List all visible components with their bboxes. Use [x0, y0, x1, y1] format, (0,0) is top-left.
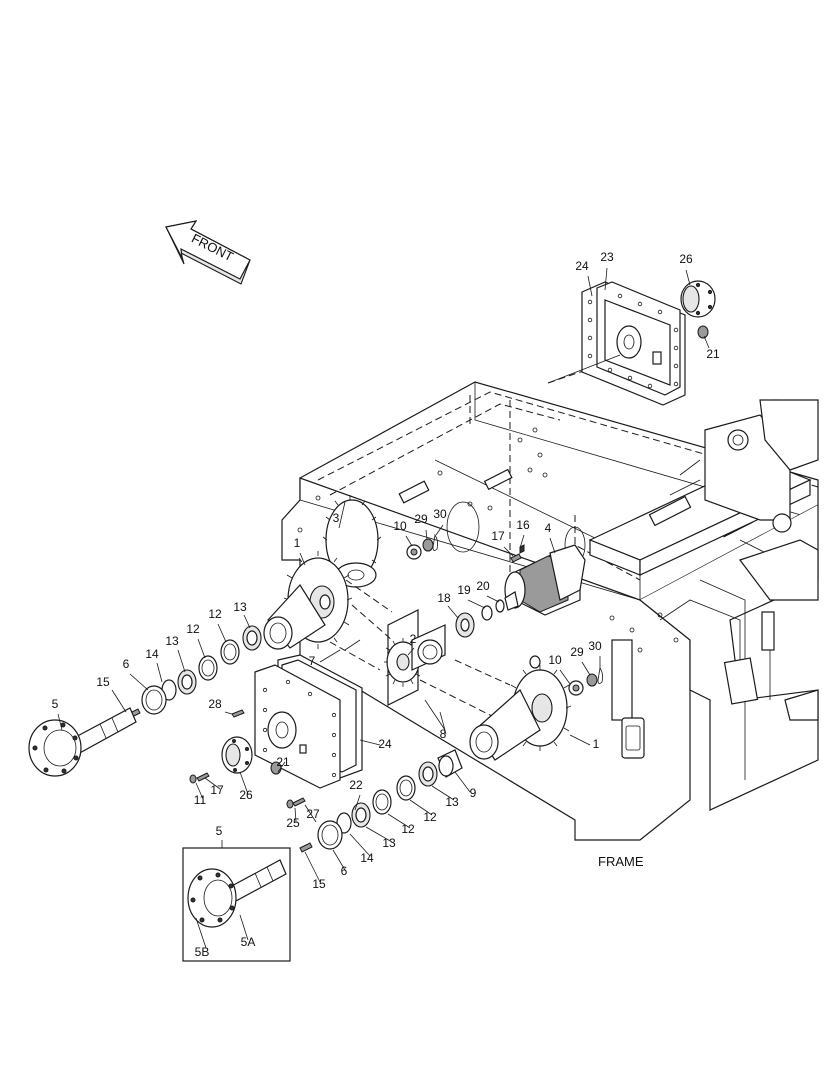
- callout-c21a: 21: [706, 347, 720, 361]
- callout-c8: 8: [440, 727, 447, 741]
- frame-label: FRAME: [598, 854, 644, 869]
- callout-c26a: 26: [679, 252, 693, 266]
- callout-c10b: 10: [548, 653, 562, 667]
- callout-c6b: 6: [341, 864, 348, 878]
- callout-c17b: 17: [210, 783, 224, 797]
- leader-lines: [57, 267, 710, 949]
- callout-c13a: 13: [233, 600, 247, 614]
- lower-bearing-stack: [299, 749, 463, 853]
- callout-c13b: 13: [165, 634, 179, 648]
- callout-c14a: 14: [145, 647, 159, 661]
- callout-c14b: 14: [360, 851, 374, 865]
- callout-c1a: 1: [294, 536, 301, 550]
- callout-c26b: 26: [239, 788, 253, 802]
- callout-c12d: 12: [401, 822, 415, 836]
- callout-c11: 11: [194, 793, 207, 807]
- callout-c30a: 30: [433, 507, 447, 521]
- callout-c13c: 13: [445, 795, 459, 809]
- callout-c1b: 1: [593, 737, 600, 751]
- upper-bearing-stack: [127, 625, 262, 719]
- callout-c17a: 17: [491, 529, 505, 543]
- axle-detail-inset: [182, 847, 291, 962]
- callout-c30b: 30: [588, 639, 602, 653]
- callout-c16: 16: [516, 518, 530, 532]
- callout-c15a: 15: [96, 675, 110, 689]
- callout-c5A: 5A: [241, 935, 256, 949]
- callout-c27: 27: [306, 807, 320, 821]
- callout-c18: 18: [437, 591, 451, 605]
- callout-c5B: 5B: [195, 945, 210, 959]
- callout-c23: 23: [600, 250, 614, 264]
- upper-sprocket-and-hub: [263, 495, 382, 650]
- callout-c12a: 12: [208, 607, 222, 621]
- callout-c25: 25: [286, 816, 300, 830]
- callout-c7: 7: [309, 654, 316, 668]
- callout-c28: 28: [208, 697, 222, 711]
- lower-sprocket-and-hub: [469, 655, 604, 761]
- callout-c4: 4: [545, 521, 552, 535]
- callout-c12b: 12: [186, 622, 200, 636]
- callout-c5a: 5: [52, 697, 59, 711]
- cover-plate-assembly-top: [547, 280, 716, 406]
- callout-c24a: 24: [575, 259, 589, 273]
- callout-c3: 3: [333, 511, 340, 525]
- callout-c5b: 5: [216, 824, 223, 838]
- callout-c12c: 12: [423, 810, 437, 824]
- callout-c19: 19: [457, 583, 471, 597]
- front-direction-arrow: FRONT: [165, 220, 251, 285]
- callout-c22: 22: [349, 778, 363, 792]
- cover-plate-assembly-lower: [189, 654, 363, 809]
- axle-upper: [28, 707, 137, 777]
- upper-nut-washer: [406, 533, 439, 560]
- callout-c6a: 6: [123, 657, 130, 671]
- callout-c10a: 10: [393, 519, 407, 533]
- callout-c29b: 29: [570, 645, 584, 659]
- callout-c9: 9: [470, 786, 477, 800]
- callout-c20: 20: [476, 579, 490, 593]
- callout-c24b: 24: [378, 737, 392, 751]
- callout-c2: 2: [410, 632, 417, 646]
- callout-c15b: 15: [312, 877, 326, 891]
- callout-c29a: 29: [414, 512, 428, 526]
- drive-motor: [455, 544, 586, 638]
- callout-c13d: 13: [382, 836, 396, 850]
- upper-crossmember: [588, 399, 819, 721]
- callout-c21b: 21: [276, 755, 290, 769]
- center-sprocket-and-chains: [329, 579, 511, 731]
